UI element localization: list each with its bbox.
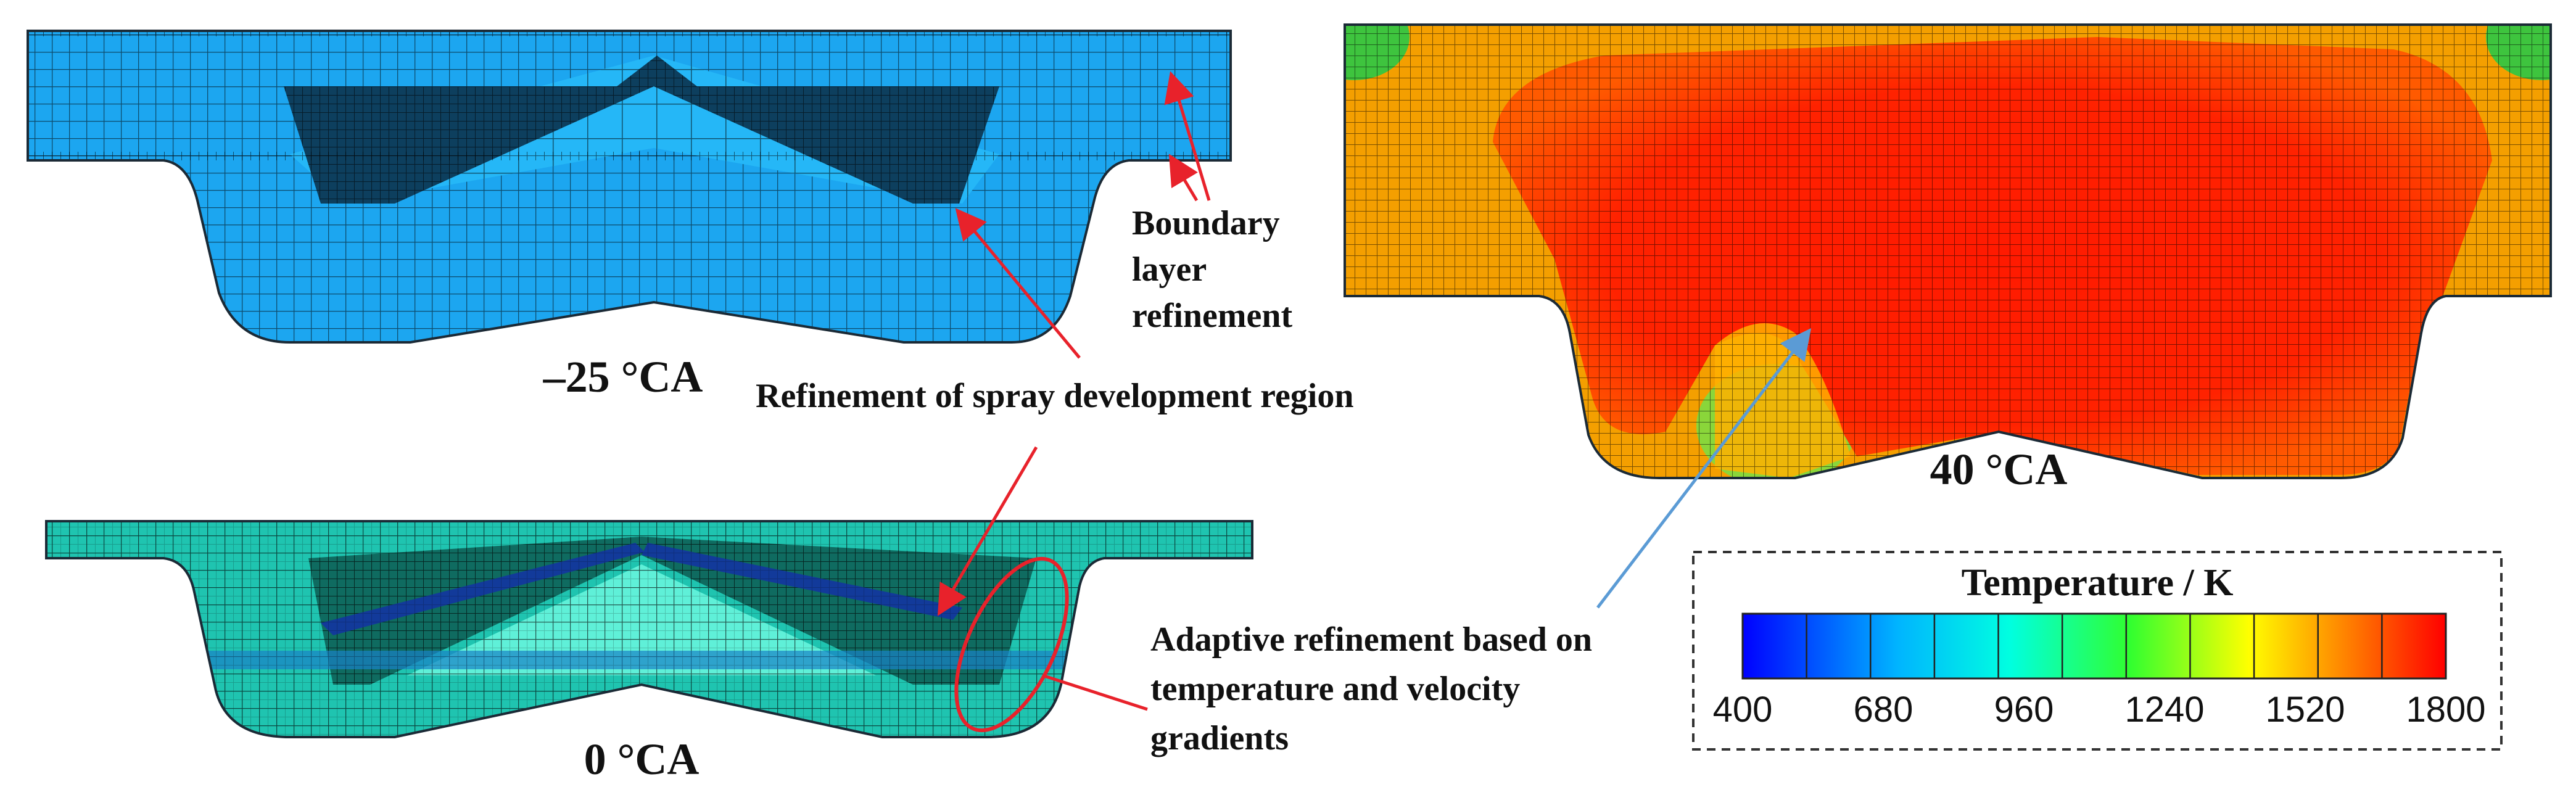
colorbar-dividers (1806, 614, 2383, 678)
adaptive-label-line2: temperature and velocity (1150, 670, 1520, 708)
colorbar-tick-680: 680 (1854, 690, 1913, 730)
label-minus25: –25 °CA (543, 352, 703, 402)
boundary-label-line1: Boundary (1132, 204, 1280, 242)
colorbar-tick-1240: 1240 (2124, 690, 2204, 730)
colorbar-ticks: 400 680 960 1240 1520 1800 (1713, 690, 2486, 730)
spray-arrow-bottom (937, 446, 1038, 616)
spray-arrow-top (955, 208, 1081, 359)
adaptive-label-line1: Adaptive refinement based on (1150, 620, 1592, 659)
colorbar-tick-1520: 1520 (2265, 690, 2345, 730)
boundary-label-line3: refinement (1132, 297, 1293, 335)
adaptive-blue-arrow (1596, 328, 1812, 609)
adaptive-highlight-ellipse (954, 556, 1069, 733)
boundary-label-line2: layer (1132, 250, 1206, 289)
spray-region-label: Refinement of spray development region (756, 377, 1354, 415)
boundary-arrow-bottom (1168, 154, 1199, 202)
label-0: 0 °CA (584, 735, 700, 784)
boundary-arrow-top (1164, 71, 1211, 201)
colorbar-legend: Temperature / K 400 680 960 1240 1520 1800 (1692, 551, 2503, 751)
colorbar-tick-1800: 1800 (2406, 690, 2485, 730)
temperature-panel-40 (1344, 23, 2552, 479)
adaptive-refinement-label: Adaptive refinement based on temperature… (1150, 620, 1601, 757)
boundary-layer-label: Boundary layer refinement (1132, 204, 1293, 335)
colorbar-tick-960: 960 (1994, 690, 2054, 730)
adaptive-red-connector (1042, 674, 1148, 711)
adaptive-label-line3: gradients (1150, 719, 1289, 757)
colorbar-title: Temperature / K (1962, 562, 2234, 604)
colorbar-tick-400: 400 (1713, 690, 1773, 730)
colorbar-gradient (1741, 612, 2447, 680)
mesh-panel-minus25 (27, 30, 1232, 344)
label-40: 40 °CA (1930, 445, 2068, 494)
mesh-panel-0 (45, 520, 1253, 738)
